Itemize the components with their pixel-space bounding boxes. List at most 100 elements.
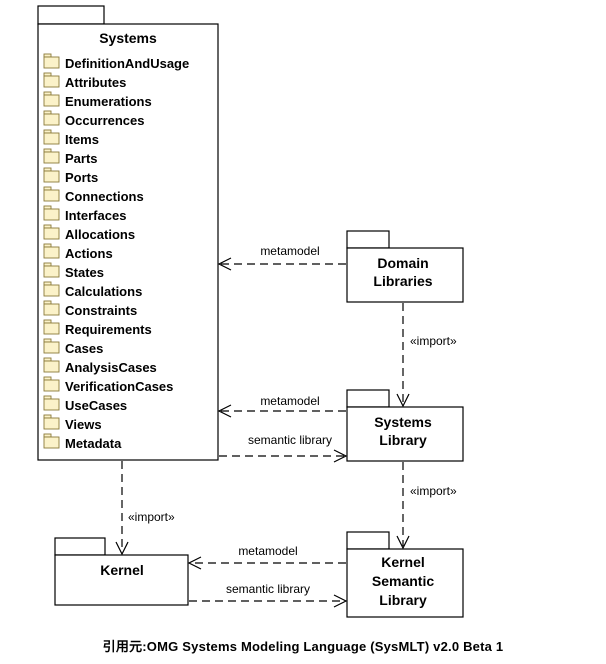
systems-item[interactable]: Attributes: [43, 72, 126, 90]
systems-item[interactable]: Ports: [43, 167, 98, 185]
systems-item-label: States: [65, 265, 104, 280]
kernel-semantic-library-package[interactable]: Kernel Semantic Library: [346, 531, 464, 618]
folder-icon: [43, 72, 60, 88]
systems-item[interactable]: Items: [43, 129, 99, 147]
systems-item[interactable]: Metadata: [43, 433, 122, 451]
edge-label: metamodel: [260, 394, 319, 408]
systems-package-tab: [37, 5, 105, 25]
systems-item-label: Occurrences: [65, 113, 145, 128]
systems-item[interactable]: Calculations: [43, 281, 142, 299]
arrowhead-icon: [396, 393, 410, 408]
systems-item-label: Cases: [65, 341, 103, 356]
kernel-package[interactable]: Kernel: [54, 537, 189, 606]
systems-item-label: Ports: [65, 170, 98, 185]
systems-item[interactable]: Interfaces: [43, 205, 126, 223]
edge-import-systems-library-to-kernel-semantic[interactable]: «import»: [396, 462, 457, 550]
figure-caption: 引用元:OMG Systems Modeling Language (SysML…: [102, 639, 504, 654]
folder-icon: [43, 262, 60, 278]
folder-icon: [43, 300, 60, 316]
domain-libraries-body: [346, 247, 464, 303]
systems-package[interactable]: Systems DefinitionAndUsageAttributesEnum…: [37, 5, 219, 461]
systems-item[interactable]: Enumerations: [43, 91, 152, 109]
folder-icon: [43, 395, 60, 411]
systems-item-list: DefinitionAndUsageAttributesEnumerations…: [43, 53, 189, 451]
folder-icon: [43, 224, 60, 240]
edge-metamodel-kernel[interactable]: metamodel: [187, 544, 346, 570]
systems-item-label: Allocations: [65, 227, 135, 242]
domain-libraries-tab: [346, 230, 390, 249]
systems-item-label: Attributes: [65, 75, 126, 90]
systems-item-label: AnalysisCases: [65, 360, 157, 375]
folder-icon: [43, 376, 60, 392]
folder-icon: [43, 167, 60, 183]
kernel-semantic-library-body: [346, 548, 464, 618]
systems-item[interactable]: Occurrences: [43, 110, 145, 128]
kernel-semantic-library-tab: [346, 531, 390, 550]
arrowhead-icon: [396, 535, 410, 550]
systems-item-label: Calculations: [65, 284, 142, 299]
folder-icon: [43, 110, 60, 126]
folder-icon: [43, 319, 60, 335]
systems-library-package[interactable]: Systems Library: [346, 389, 464, 462]
systems-library-title-line2: Library: [379, 432, 427, 448]
systems-item-label: Interfaces: [65, 208, 126, 223]
domain-libraries-title-line2: Libraries: [373, 273, 432, 289]
systems-library-tab: [346, 389, 390, 408]
folder-icon: [43, 357, 60, 373]
systems-library-body: [346, 406, 464, 462]
kernel-title: Kernel: [100, 562, 144, 578]
systems-item[interactable]: Actions: [43, 243, 113, 261]
systems-item-label: Requirements: [65, 322, 152, 337]
folder-icon: [43, 53, 60, 69]
kernel-semantic-library-title-line1: Kernel: [381, 554, 425, 570]
systems-item[interactable]: States: [43, 262, 104, 280]
systems-item[interactable]: Cases: [43, 338, 103, 356]
folder-icon: [43, 243, 60, 259]
systems-item-label: VerificationCases: [65, 379, 173, 394]
systems-item-label: DefinitionAndUsage: [65, 56, 189, 71]
folder-icon: [43, 414, 60, 430]
systems-item[interactable]: DefinitionAndUsage: [43, 53, 189, 71]
edge-label: «import»: [128, 510, 175, 524]
edge-import-domain-to-systems-library[interactable]: «import»: [396, 303, 457, 408]
systems-item-label: Enumerations: [65, 94, 152, 109]
systems-item[interactable]: Parts: [43, 148, 98, 166]
kernel-tab: [54, 537, 106, 556]
systems-item[interactable]: AnalysisCases: [43, 357, 157, 375]
systems-item-label: Connections: [65, 189, 144, 204]
edge-label: metamodel: [260, 244, 319, 258]
domain-libraries-package[interactable]: Domain Libraries: [346, 230, 464, 303]
kernel-body: [54, 554, 189, 606]
systems-package-body: [37, 23, 219, 461]
systems-item-label: Parts: [65, 151, 98, 166]
edge-semantic-library-systems[interactable]: semantic library: [219, 433, 348, 463]
folder-icon: [43, 205, 60, 221]
systems-item[interactable]: Constraints: [43, 300, 137, 318]
systems-item-label: Metadata: [65, 436, 122, 451]
domain-libraries-title-line1: Domain: [377, 255, 428, 271]
folder-icon: [43, 338, 60, 354]
systems-item[interactable]: Requirements: [43, 319, 152, 337]
systems-item[interactable]: UseCases: [43, 395, 127, 413]
systems-item-label: Views: [65, 417, 102, 432]
systems-item[interactable]: VerificationCases: [43, 376, 173, 394]
edge-import-systems-to-kernel[interactable]: «import»: [115, 461, 175, 556]
folder-icon: [43, 281, 60, 297]
systems-item[interactable]: Views: [43, 414, 102, 432]
systems-item-label: UseCases: [65, 398, 127, 413]
kernel-semantic-library-title-line3: Library: [379, 592, 427, 608]
edge-metamodel-systems-library[interactable]: metamodel: [217, 394, 346, 418]
folder-icon: [43, 186, 60, 202]
systems-item[interactable]: Connections: [43, 186, 144, 204]
edge-metamodel-domain[interactable]: metamodel: [217, 244, 346, 271]
edge-label: semantic library: [248, 433, 332, 447]
arrowhead-icon: [333, 594, 348, 608]
edge-label: «import»: [410, 334, 457, 348]
folder-icon: [43, 433, 60, 449]
systems-item[interactable]: Allocations: [43, 224, 135, 242]
edge-semantic-library-kernel[interactable]: semantic library: [189, 582, 348, 608]
folder-icon: [43, 148, 60, 164]
systems-item-label: Actions: [65, 246, 113, 261]
systems-item-label: Items: [65, 132, 99, 147]
